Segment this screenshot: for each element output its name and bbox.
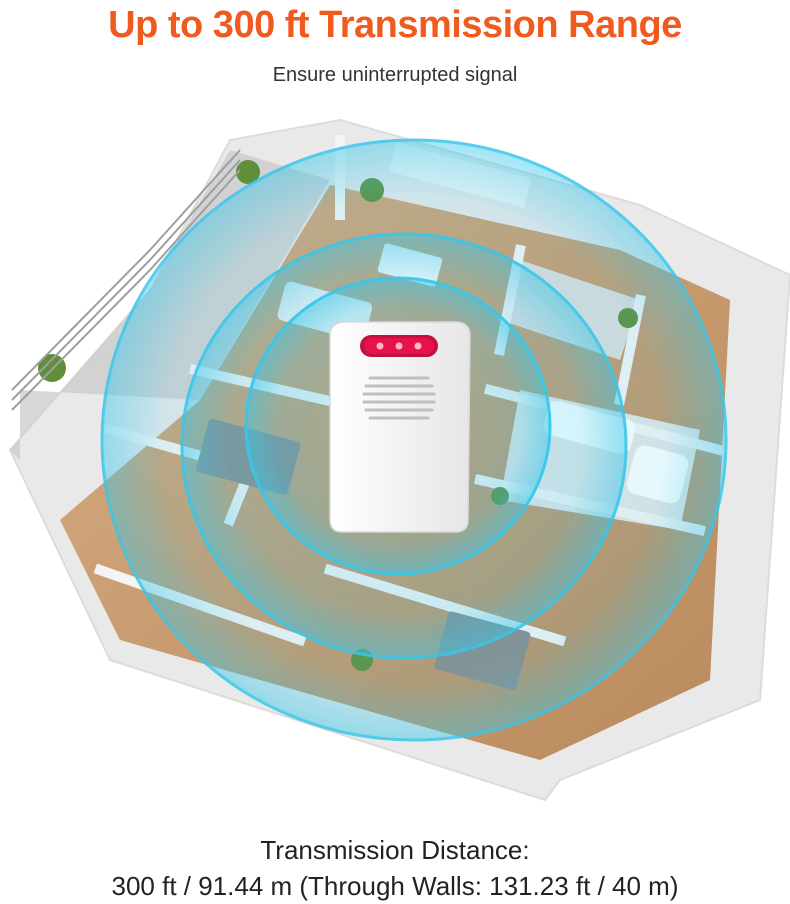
page-subtitle: Ensure uninterrupted signal: [272, 64, 518, 86]
wireless-receiver-icon: [329, 321, 471, 533]
caption-line-1: Transmission Distance:: [260, 835, 530, 865]
caption-line-2: 300 ft / 91.44 m (Through Walls: 131.23 …: [111, 871, 679, 901]
floorplan-illustration: [8, 118, 790, 802]
transmission-distance-caption: Transmission Distance: 300 ft / 91.44 m …: [0, 832, 790, 904]
page-title: Up to 300 ft Transmission Range: [108, 4, 682, 46]
